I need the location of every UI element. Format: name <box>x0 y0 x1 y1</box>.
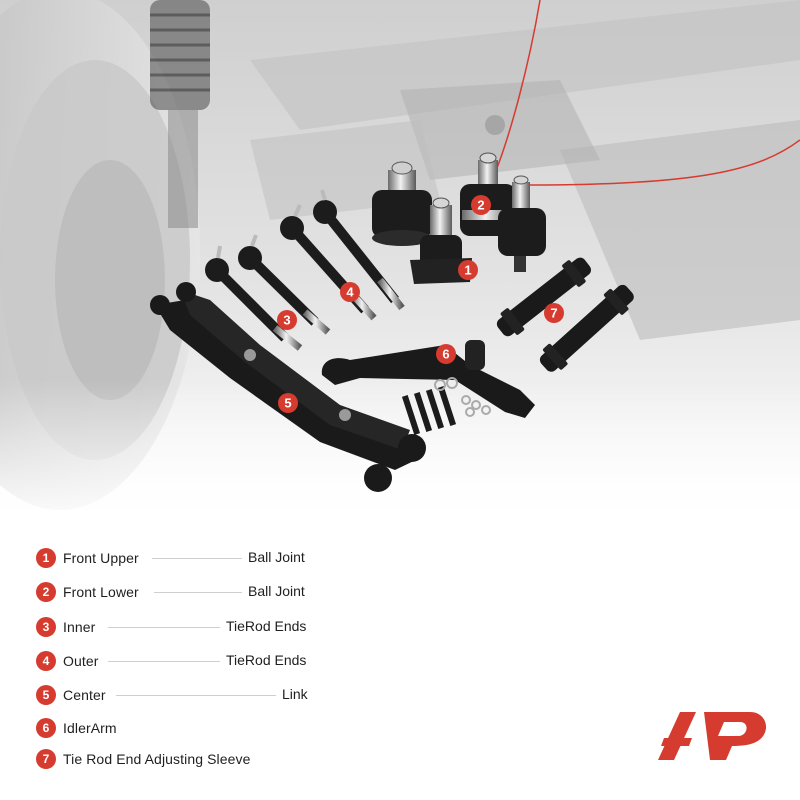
brand-logo-icon <box>658 712 767 760</box>
ball-joint-part <box>498 175 546 272</box>
callout-3: 3 <box>277 310 297 330</box>
leader-line <box>108 627 220 628</box>
callout-1: 1 <box>458 260 478 280</box>
legend-item-label: Outer <box>63 653 99 669</box>
callout-circle <box>278 393 298 413</box>
callout-5: 5 <box>278 393 298 413</box>
legend-item-type: Link <box>282 686 308 702</box>
legend-item-type: Ball Joint <box>248 583 305 599</box>
tie-rod-end-part <box>238 234 331 335</box>
leader-line <box>152 558 242 559</box>
legend-item-front-lower: 2 Front Lower Ball Joint <box>36 581 305 603</box>
tie-rod-end-part <box>205 245 303 351</box>
number-badge: 6 <box>36 718 56 738</box>
number-badge: 5 <box>36 685 56 705</box>
callout-circle <box>458 260 478 280</box>
callout-6: 6 <box>436 344 456 364</box>
leader-line <box>116 695 276 696</box>
number-badge: 7 <box>36 749 56 769</box>
callout-number: 1 <box>464 263 471 278</box>
callout-circle <box>471 195 491 215</box>
callout-circle <box>436 344 456 364</box>
callout-circle <box>340 282 360 302</box>
leader-line <box>108 661 220 662</box>
callout-number: 6 <box>442 347 449 362</box>
ball-joint-part <box>372 161 432 246</box>
callout-number: 7 <box>550 306 557 321</box>
legend-item-label: Inner <box>63 619 96 635</box>
tie-rod-ends <box>205 189 405 351</box>
legend-item-label: IdlerArm <box>63 720 117 736</box>
callout-circle <box>544 303 564 323</box>
leader-line <box>154 592 242 593</box>
callout-badges: 1 2 3 4 5 6 7 <box>277 195 564 413</box>
legend-item-center: 5 Center Link <box>36 684 308 706</box>
legend-item-inner: 3 Inner TieRod Ends <box>36 616 306 638</box>
legend-item-label: Center <box>63 687 106 703</box>
number-badge: 3 <box>36 617 56 637</box>
legend-item-label: Tie Rod End Adjusting Sleeve <box>63 751 251 767</box>
ball-joint-part <box>410 197 472 284</box>
legend-item-type: Ball Joint <box>248 549 305 565</box>
number-badge: 1 <box>36 548 56 568</box>
legend-item-outer: 4 Outer TieRod Ends <box>36 650 306 672</box>
product-scene: 1 2 3 4 5 6 7 <box>0 0 800 530</box>
callout-circle <box>277 310 297 330</box>
callout-number: 4 <box>346 285 354 300</box>
legend-item-adjusting-sleeve: 7 Tie Rod End Adjusting Sleeve <box>36 748 251 770</box>
number-badge: 2 <box>36 582 56 602</box>
callout-4: 4 <box>340 282 360 302</box>
callout-number: 2 <box>477 198 484 213</box>
legend-item-type: TieRod Ends <box>226 618 307 634</box>
legend-item-label: Front Lower <box>63 584 139 600</box>
callout-7: 7 <box>544 303 564 323</box>
callout-number: 5 <box>284 396 291 411</box>
callout-number: 3 <box>283 313 290 328</box>
legend-item-label: Front Upper <box>63 550 139 566</box>
legend-item-type: TieRod Ends <box>226 652 307 668</box>
callout-2: 2 <box>471 195 491 215</box>
number-badge: 4 <box>36 651 56 671</box>
legend-item-front-upper: 1 Front Upper Ball Joint <box>36 547 305 569</box>
adjusting-sleeves <box>496 257 634 372</box>
center-link <box>150 282 426 492</box>
legend-item-idler-arm: 6 IdlerArm <box>36 717 117 739</box>
tie-rod-end-part <box>313 189 405 311</box>
idler-arm <box>321 340 535 435</box>
